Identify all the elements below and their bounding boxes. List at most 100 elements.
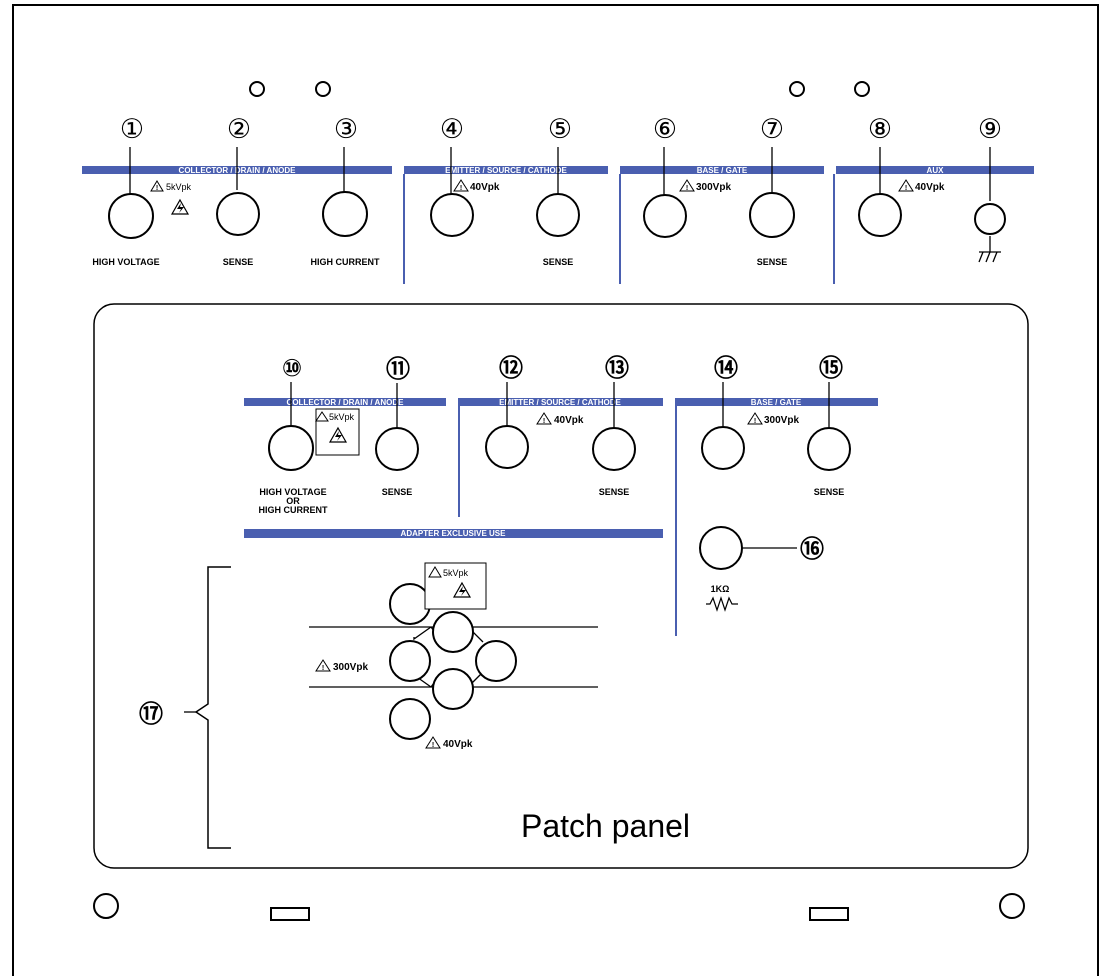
label-sense: SENSE <box>757 257 788 267</box>
label-hv-line1: HIGH VOLTAGE <box>259 487 326 497</box>
svg-text:!: ! <box>905 185 907 192</box>
patch-panel-title: Patch panel <box>521 808 690 844</box>
warning-adapter-low-text: 40Vpk <box>443 739 473 750</box>
high-voltage-icon <box>452 581 472 598</box>
label-sense: SENSE <box>814 487 845 497</box>
callout-10: ⑩ <box>282 354 302 382</box>
slot <box>270 907 310 921</box>
band-adapter-label: ADAPTER EXCLUSIVE USE <box>401 529 507 538</box>
high-voltage-icon <box>328 426 348 443</box>
jack-emitter-sense <box>592 427 636 471</box>
warning-box <box>315 408 360 456</box>
svg-text:!: ! <box>543 418 545 425</box>
warning-collector-text: 5kVpk <box>166 182 192 192</box>
mount-hole <box>854 81 870 97</box>
jack-sense <box>375 427 419 471</box>
mount-hole <box>315 81 331 97</box>
warning-collector-text: 5kVpk <box>329 412 355 422</box>
callout-4: ④ <box>440 114 464 145</box>
warning-icon <box>428 566 442 578</box>
ground-icon <box>978 236 1001 263</box>
warning-icon: ! <box>747 412 763 425</box>
warning-icon: ! <box>536 412 552 425</box>
jack-base-sense <box>749 192 795 238</box>
warning-emitter-text: 40Vpk <box>470 182 500 193</box>
warning-emitter-text: 40Vpk <box>554 415 584 426</box>
band-base <box>620 166 824 174</box>
label-sense: SENSE <box>599 487 630 497</box>
label-resistor: 1KΩ <box>711 584 730 594</box>
band-collector-label: COLLECTOR / DRAIN / ANODE <box>287 398 405 407</box>
resistor-icon <box>706 596 738 612</box>
svg-text:!: ! <box>754 418 756 425</box>
bracket <box>194 566 231 849</box>
label-sense: SENSE <box>382 487 413 497</box>
band-emitter <box>404 166 608 174</box>
band-emitter-label: EMITTER / SOURCE / CATHODE <box>499 398 621 407</box>
label-sense: SENSE <box>543 257 574 267</box>
label-sense: SENSE <box>223 257 254 267</box>
callout-12: ⑫ <box>499 354 523 382</box>
band-collector <box>244 398 446 406</box>
callout-2: ② <box>227 114 251 145</box>
callout-16: ⑯ <box>800 535 824 563</box>
warning-icon: ! <box>425 736 441 749</box>
high-voltage-icon <box>170 198 190 215</box>
label-hv-line3: HIGH CURRENT <box>259 505 329 515</box>
label-high-current: HIGH CURRENT <box>311 257 381 267</box>
callout-15: ⑮ <box>819 354 843 382</box>
mount-hole <box>789 81 805 97</box>
adapter-rail <box>413 626 432 641</box>
band-aux-label: AUX <box>927 166 945 175</box>
patch-panel-frame <box>93 303 1029 869</box>
band-adapter <box>244 529 663 538</box>
jack-aux <box>858 193 902 237</box>
svg-text:!: ! <box>686 185 688 192</box>
label-high-voltage: HIGH VOLTAGE <box>92 257 159 267</box>
adapter-jack <box>389 698 431 740</box>
warning-adapter-hv-text: 5kVpk <box>443 568 469 578</box>
svg-text:!: ! <box>460 185 462 192</box>
callout-6: ⑥ <box>653 114 677 145</box>
jack-base <box>701 426 745 470</box>
jack-base <box>643 194 687 238</box>
jack-resistor <box>699 526 743 570</box>
callout-1: ① <box>120 114 144 145</box>
warning-icon: ! <box>898 179 914 192</box>
band-base-label: BASE / GATE <box>697 166 748 175</box>
warning-base-text: 300Vpk <box>696 182 731 193</box>
jack-ground <box>974 203 1006 235</box>
mount-hole <box>93 893 119 919</box>
warning-icon: ! <box>453 179 469 192</box>
warning-base-text: 300Vpk <box>764 415 799 426</box>
band-base-label: BASE / GATE <box>751 398 802 407</box>
svg-text:!: ! <box>156 185 158 192</box>
warning-icon: ! <box>150 180 164 192</box>
adapter-jack <box>389 583 431 625</box>
callout-14: ⑭ <box>714 354 738 382</box>
adapter-jack <box>389 640 431 682</box>
callout-7: ⑦ <box>760 114 784 145</box>
jack-high-current <box>322 191 368 237</box>
callout-9: ⑨ <box>978 114 1002 145</box>
callout-5: ⑤ <box>548 114 572 145</box>
jack-emitter <box>485 425 529 469</box>
adapter-jack <box>432 668 474 710</box>
outer-frame <box>12 4 1099 976</box>
mount-hole <box>999 893 1025 919</box>
svg-text:!: ! <box>322 665 324 672</box>
adapter-jack <box>432 611 474 653</box>
mount-hole <box>249 81 265 97</box>
callout-3: ③ <box>334 114 358 145</box>
warning-box <box>424 562 487 610</box>
band-aux <box>836 166 1034 174</box>
svg-text:!: ! <box>432 742 434 749</box>
warning-icon: ! <box>679 179 695 192</box>
jack-base-sense <box>807 427 851 471</box>
callout-8: ⑧ <box>868 114 892 145</box>
band-base <box>675 398 878 406</box>
adapter-jack <box>475 640 517 682</box>
warning-icon: ! <box>315 659 331 672</box>
jack-emitter-sense <box>536 193 580 237</box>
